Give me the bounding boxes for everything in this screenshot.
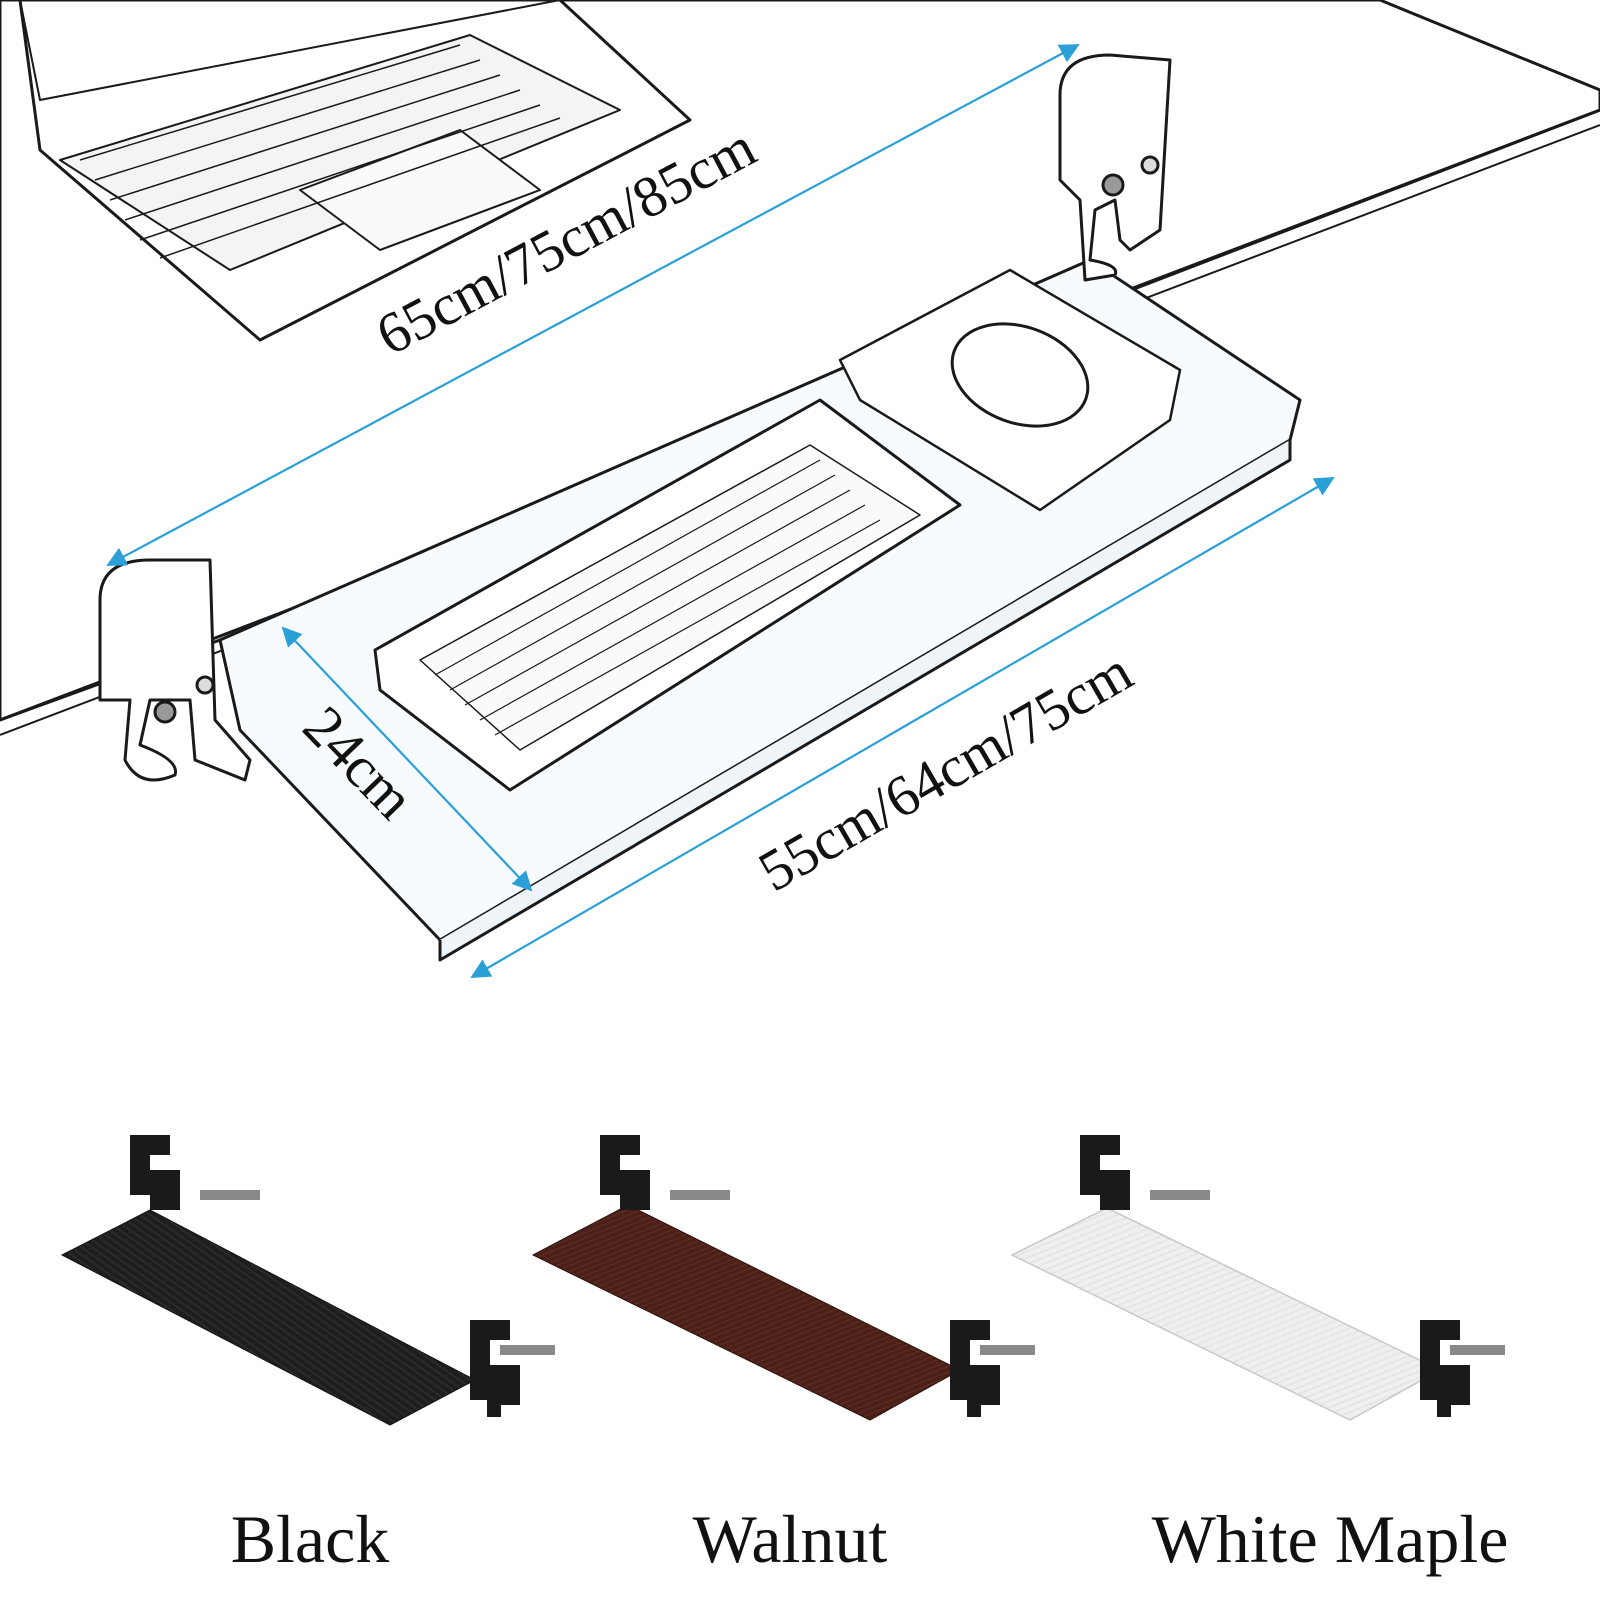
variant-black-label: Black bbox=[230, 1501, 390, 1577]
variant-walnut-label: Walnut bbox=[692, 1501, 888, 1577]
variant-walnut-product bbox=[531, 1135, 1035, 1421]
board-length-dimension-line bbox=[470, 477, 1335, 978]
tray-length-dimension-line bbox=[106, 44, 1080, 566]
dimension-lines bbox=[106, 44, 1335, 978]
variant-white-maple-product bbox=[1010, 1135, 1505, 1421]
variant-black-product bbox=[60, 1135, 555, 1426]
board-depth-dimension-line bbox=[281, 626, 533, 892]
variant-white-maple-label: White Maple bbox=[1151, 1501, 1509, 1577]
